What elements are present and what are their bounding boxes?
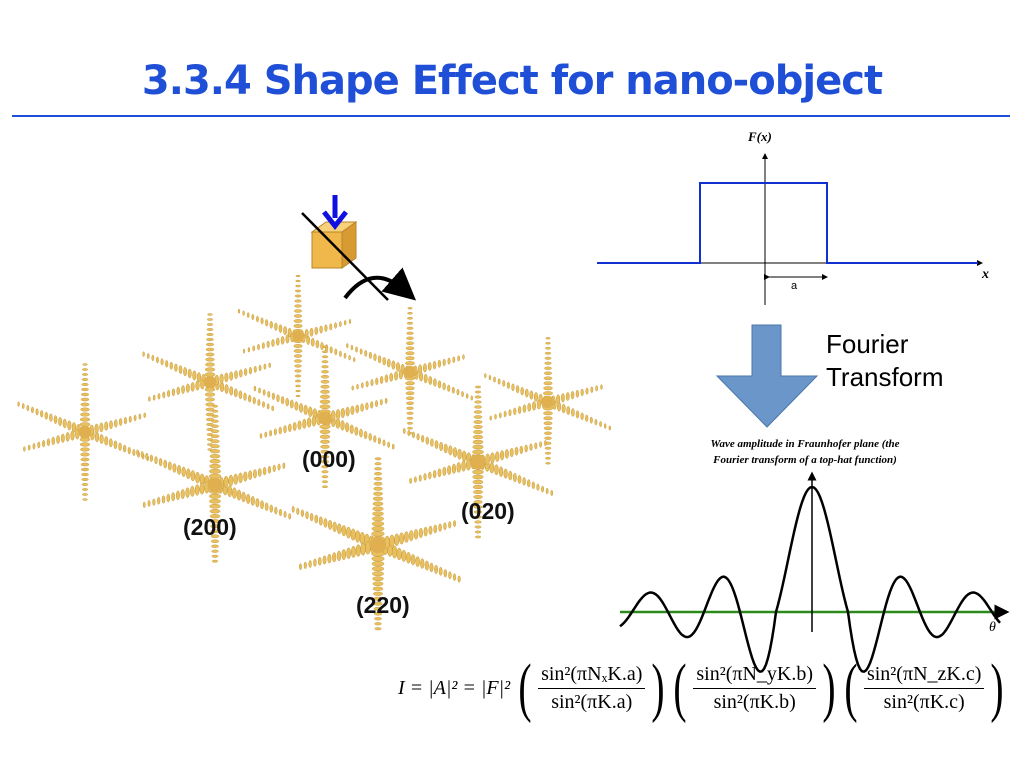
tophat-y-label: F(x)	[748, 129, 772, 144]
fourier-label-line2: Transform	[826, 362, 944, 392]
lattice-star	[237, 274, 356, 398]
lattice-star	[142, 313, 274, 451]
lattice-star	[346, 307, 473, 435]
caption-line2: Fourier transform of a top-hat function)	[713, 454, 897, 466]
sinc-caption: Wave amplitude in Fraunhofer plane (the …	[655, 436, 955, 468]
lattice-star	[17, 363, 149, 501]
sinc-plot	[619, 471, 1010, 674]
incident-beam-arrow-icon	[322, 195, 348, 231]
tophat-x-label: x	[982, 267, 989, 282]
tophat-width-label: a	[791, 280, 798, 292]
title-divider	[12, 115, 1010, 117]
lattice-star	[402, 385, 554, 539]
sinc-curve	[619, 485, 1001, 674]
lattice-star	[291, 457, 461, 631]
label-220: (220)	[356, 592, 410, 618]
rotation-axis	[301, 212, 389, 301]
sinc-x-label: θ	[989, 620, 996, 635]
f2-numerator: sin²(πN_yK.b)	[693, 663, 816, 689]
f1-numerator: sin²(πNₓK.a)	[538, 663, 646, 689]
tophat-plot	[597, 153, 983, 305]
caption-line1: Wave amplitude in Fraunhofer plane (the	[710, 438, 900, 450]
lattice-star	[484, 337, 611, 465]
rotation-arrow-icon	[343, 267, 417, 301]
equation-lhs: I = |A|² = |F|²	[398, 676, 511, 699]
reciprocal-lattice-image	[17, 274, 611, 631]
f3-denominator: sin²(πK.c)	[883, 690, 965, 713]
slide-title: 3.3.4 Shape Effect for nano-object	[141, 58, 883, 104]
intensity-equation: I = |A|² = |F|² (sin²(πNₓK.a)sin²(πK.a))…	[398, 651, 1004, 724]
lattice-star	[136, 404, 292, 563]
f1-denominator: sin²(πK.a)	[551, 690, 633, 713]
lattice-star	[253, 345, 395, 489]
fourier-label-line1: Fourier	[826, 329, 909, 359]
f2-denominator: sin²(πK.b)	[713, 690, 796, 713]
f3-numerator: sin²(πN_zK.c)	[863, 663, 985, 689]
fourier-arrow-icon	[715, 324, 819, 428]
label-200: (200)	[183, 514, 237, 540]
label-000: (000)	[302, 446, 356, 472]
label-020: (020)	[461, 498, 515, 524]
